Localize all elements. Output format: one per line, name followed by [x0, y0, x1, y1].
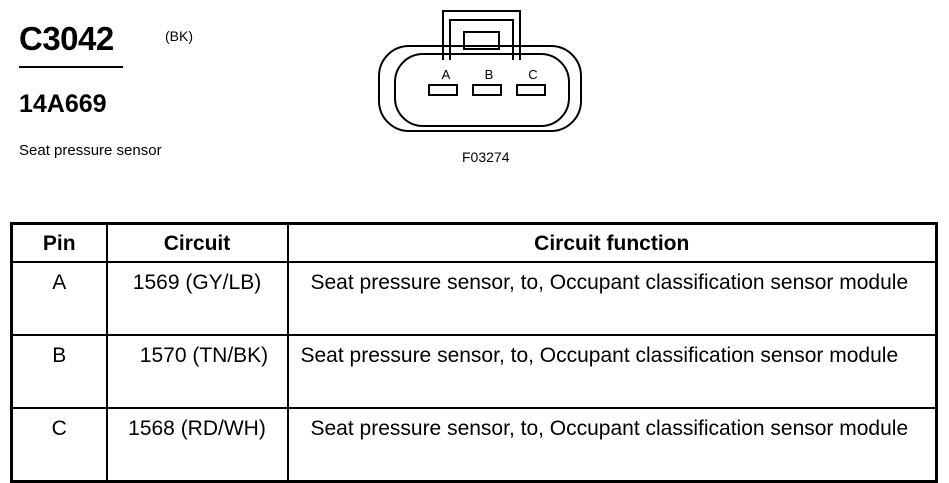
pin-cell: C [10, 407, 108, 483]
terminal-b-shape [472, 84, 502, 96]
connector-body-inner [394, 53, 570, 127]
pin-cell: B [10, 334, 108, 409]
header-circuit: Circuit [105, 222, 289, 263]
terminal-c-shape [516, 84, 546, 96]
circuit-cell: 1568 (RD/WH) [105, 407, 289, 483]
latch-inner-shape [449, 19, 514, 60]
pin-cell: A [10, 261, 108, 336]
circuit-cell: 1569 (GY/LB) [105, 261, 289, 336]
figure-id: F03274 [462, 149, 510, 165]
header-circuit-function: Circuit function [286, 222, 938, 263]
pin-label-c: C [528, 67, 537, 82]
circuit-function-cell: Seat pressure sensor, to, Occupant class… [286, 334, 938, 409]
pin-label-a: A [442, 67, 451, 82]
circuit-function-cell: Seat pressure sensor, to, Occupant class… [286, 261, 938, 336]
pinout-table: Pin Circuit Circuit function A 1569 (GY/… [10, 222, 938, 483]
connector-id-underline [19, 66, 123, 68]
circuit-cell: 1570 (TN/BK) [105, 334, 289, 409]
connector-face-diagram: A B C [378, 10, 582, 132]
table-row: B 1570 (TN/BK) Seat pressure sensor, to,… [10, 334, 938, 409]
circuit-function-cell: Seat pressure sensor, to, Occupant class… [286, 407, 938, 483]
connector-id: C3042 [19, 20, 114, 57]
terminal-a-shape [428, 84, 458, 96]
connector-description: Seat pressure sensor [19, 142, 162, 159]
header-pin: Pin [10, 222, 108, 263]
pin-label-b: B [485, 67, 494, 82]
connector-body-outer [378, 45, 582, 132]
latch-tab-shape [463, 31, 500, 50]
connector-color: (BK) [165, 28, 193, 44]
table-row: C 1568 (RD/WH) Seat pressure sensor, to,… [10, 407, 938, 483]
table-row: A 1569 (GY/LB) Seat pressure sensor, to,… [10, 261, 938, 336]
latch-outer-shape [442, 10, 521, 60]
part-number: 14A669 [19, 90, 107, 118]
table-header-row: Pin Circuit Circuit function [10, 222, 938, 263]
